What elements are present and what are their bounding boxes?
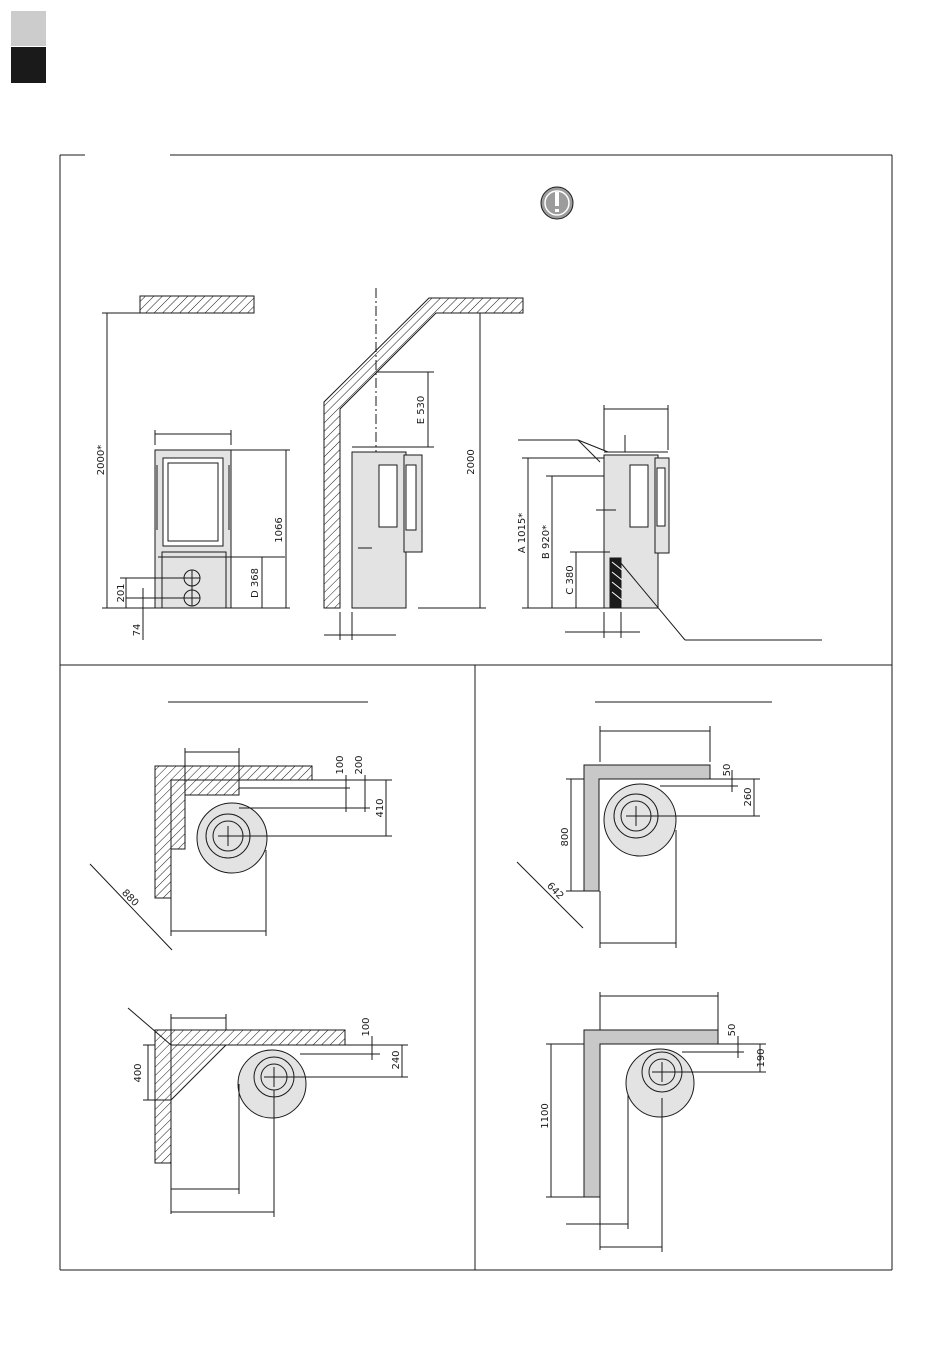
front-ceiling-height: 2000* xyxy=(96,445,107,475)
p2-d50: 50 xyxy=(722,764,733,777)
front-bottom-offset: 74 xyxy=(132,624,143,637)
side-e-dim: E 530 xyxy=(416,396,427,425)
rear-a-dim: A 1015* xyxy=(517,513,528,553)
ceiling-hatch xyxy=(140,296,254,313)
p4-d1100: 1100 xyxy=(540,1103,551,1128)
front-d-dim: D 368 xyxy=(250,568,261,598)
exclamation-icon xyxy=(541,187,573,219)
rear-b-dim: B 920* xyxy=(541,525,552,559)
p1-d100: 100 xyxy=(335,755,346,774)
p1-d880: 880 xyxy=(119,888,140,909)
p1-d200: 200 xyxy=(354,755,365,774)
page-frame xyxy=(60,155,892,1270)
front-stove-height: 1066 xyxy=(274,517,285,542)
rear-c-dim: C 380 xyxy=(565,565,576,594)
front-view xyxy=(102,296,290,640)
plan-corner-combustible xyxy=(90,702,392,950)
p3-d240: 240 xyxy=(391,1050,402,1069)
p4-d190: 190 xyxy=(756,1048,767,1067)
p2-d260: 260 xyxy=(743,787,754,806)
plan-corner-noncombustible xyxy=(517,702,772,948)
front-outlet-height: 201 xyxy=(116,583,127,602)
air-duct xyxy=(610,558,621,608)
p4-d50: 50 xyxy=(727,1024,738,1037)
rear-view xyxy=(518,405,822,640)
p2-d800: 800 xyxy=(560,827,571,846)
p2-d642: 642 xyxy=(544,881,565,902)
side-ceiling-height: 2000 xyxy=(466,449,477,474)
p3-d100: 100 xyxy=(361,1017,372,1036)
p1-d410: 410 xyxy=(375,798,386,817)
side-view xyxy=(324,288,523,640)
p3-d400: 400 xyxy=(133,1063,144,1082)
plan-wall-combustible xyxy=(128,1008,408,1217)
